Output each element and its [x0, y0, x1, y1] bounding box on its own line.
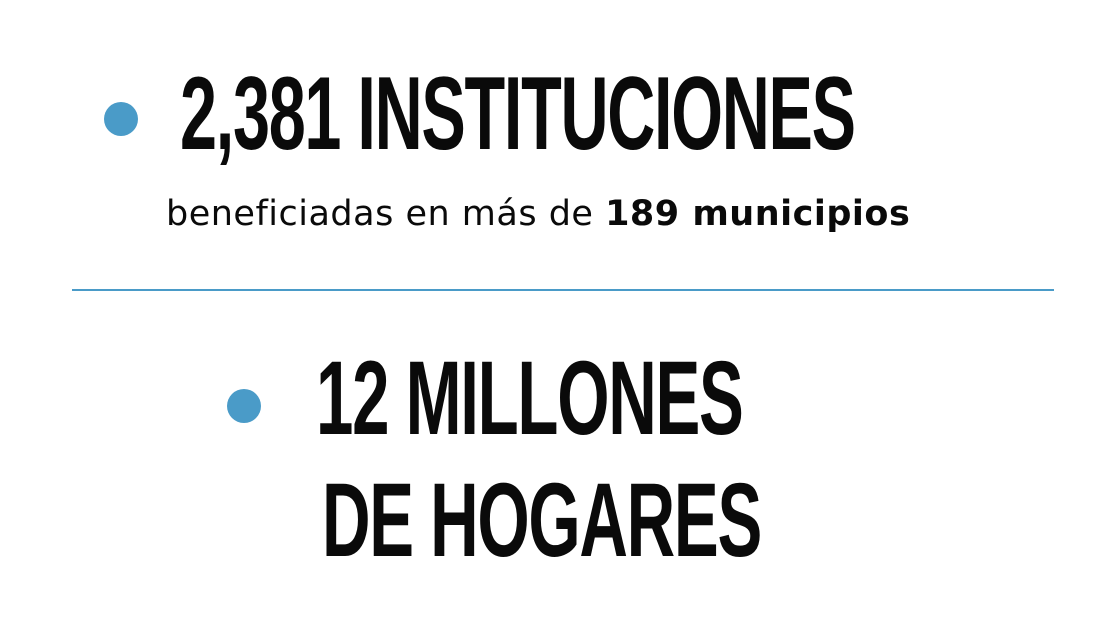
households-headline-line-1: 12 MILLONES [316, 340, 744, 457]
households-headline-line-2: DE HOGARES [322, 462, 762, 579]
subline-prefix: beneficiadas en más de [166, 194, 606, 234]
institutions-subline: beneficiadas en más de 189 municipios [166, 194, 910, 234]
bullet-icon [104, 102, 138, 136]
subline-municipios: 189 municipios [605, 194, 911, 234]
section-divider [72, 289, 1054, 291]
bullet-icon [227, 389, 261, 423]
institutions-headline: 2,381 INSTITUCIONES [180, 56, 856, 172]
